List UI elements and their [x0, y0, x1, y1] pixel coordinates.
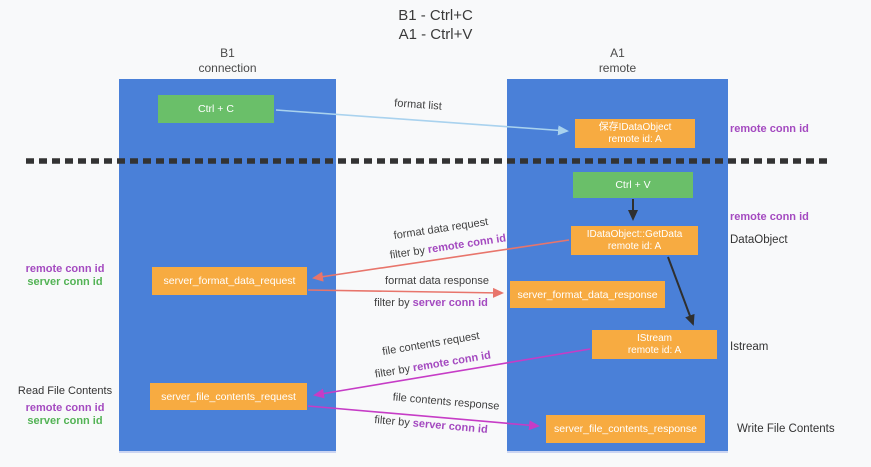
- file-contents-response-label: file contents response: [392, 391, 500, 413]
- node-label: server_file_contents_request: [161, 390, 296, 403]
- format-data-response-filter-label: filter by server conn id: [356, 297, 506, 310]
- remote-conn-id-annotation-1: remote conn id: [730, 123, 809, 135]
- lifeline-header-a1: A1 remote: [507, 46, 728, 76]
- dataobject-annotation: DataObject: [730, 234, 788, 246]
- remote-conn-id-annotation-2: remote conn id: [730, 211, 809, 223]
- remote-conn-id-label: remote conn id: [25, 263, 105, 275]
- filter-by-text: filter by: [374, 362, 415, 381]
- filter-by-text: filter by: [374, 297, 413, 309]
- node-label-line1: IDataObject::GetData: [586, 228, 683, 240]
- node-label-line2: remote id: A: [627, 344, 682, 356]
- filter-by-text: filter by: [373, 414, 414, 430]
- title-line-2: A1 - Ctrl+V: [398, 26, 473, 43]
- server-conn-id-text: server conn id: [412, 417, 489, 436]
- node-label-line1: 保存IDataObject: [598, 121, 672, 133]
- node-label-line2: remote id: A: [608, 133, 662, 145]
- node-label: server_format_data_response: [517, 288, 658, 301]
- diagram-title: B1 - Ctrl+C A1 - Ctrl+V: [0, 6, 871, 44]
- format-list-label: format list: [393, 97, 443, 113]
- node-label: server_file_contents_response: [553, 423, 697, 435]
- remote-conn-id-text: remote conn id: [412, 349, 492, 375]
- remote-conn-id-label: remote conn id: [25, 402, 105, 414]
- lifeline-sub: connection: [198, 61, 257, 75]
- node-label: Ctrl + C: [198, 103, 234, 115]
- istream-annotation: Istream: [730, 341, 769, 353]
- node-save-idataobject: 保存IDataObject remote id: A: [575, 119, 695, 148]
- read-file-contents-annotation: Read File Contents: [17, 385, 113, 397]
- server-conn-id-label: server conn id: [27, 276, 103, 288]
- file-contents-response-filter-label: filter by server conn id: [351, 412, 512, 439]
- write-file-contents-annotation: Write File Contents: [737, 423, 835, 435]
- node-label: Ctrl + V: [615, 179, 651, 191]
- format-data-response-arrow: [307, 287, 504, 298]
- node-server-format-data-response: server_format_data_response: [510, 281, 665, 308]
- lifeline-header-b1: B1 connection: [119, 46, 336, 76]
- node-label-line2: remote id: A: [607, 240, 662, 252]
- format-data-response-label: format data response: [385, 275, 489, 287]
- title-line-1: B1 - Ctrl+C: [398, 7, 473, 24]
- server-conn-id-text: server conn id: [412, 297, 488, 309]
- node-server-file-contents-response: server_file_contents_response: [546, 415, 705, 443]
- node-label: server_format_data_request: [163, 275, 296, 287]
- node-ctrl-c: Ctrl + C: [158, 95, 274, 123]
- filter-by-text: filter by: [388, 244, 429, 262]
- lifeline-sub: remote: [598, 61, 637, 75]
- node-istream: IStream remote id: A: [592, 330, 717, 359]
- node-server-format-data-request: server_format_data_request: [152, 267, 307, 295]
- node-server-file-contents-request: server_file_contents_request: [150, 383, 307, 410]
- server-conn-id-label: server conn id: [27, 415, 103, 427]
- node-label-line1: IStream: [636, 332, 672, 344]
- lifeline-name: A1: [610, 46, 625, 60]
- conn-id-pair-2: remote conn id server conn id: [15, 402, 115, 428]
- lifeline-name: B1: [220, 46, 235, 60]
- node-idataobject-getdata: IDataObject::GetData remote id: A: [571, 226, 698, 255]
- node-ctrl-v: Ctrl + V: [573, 172, 693, 198]
- conn-id-pair-1: remote conn id server conn id: [15, 263, 115, 289]
